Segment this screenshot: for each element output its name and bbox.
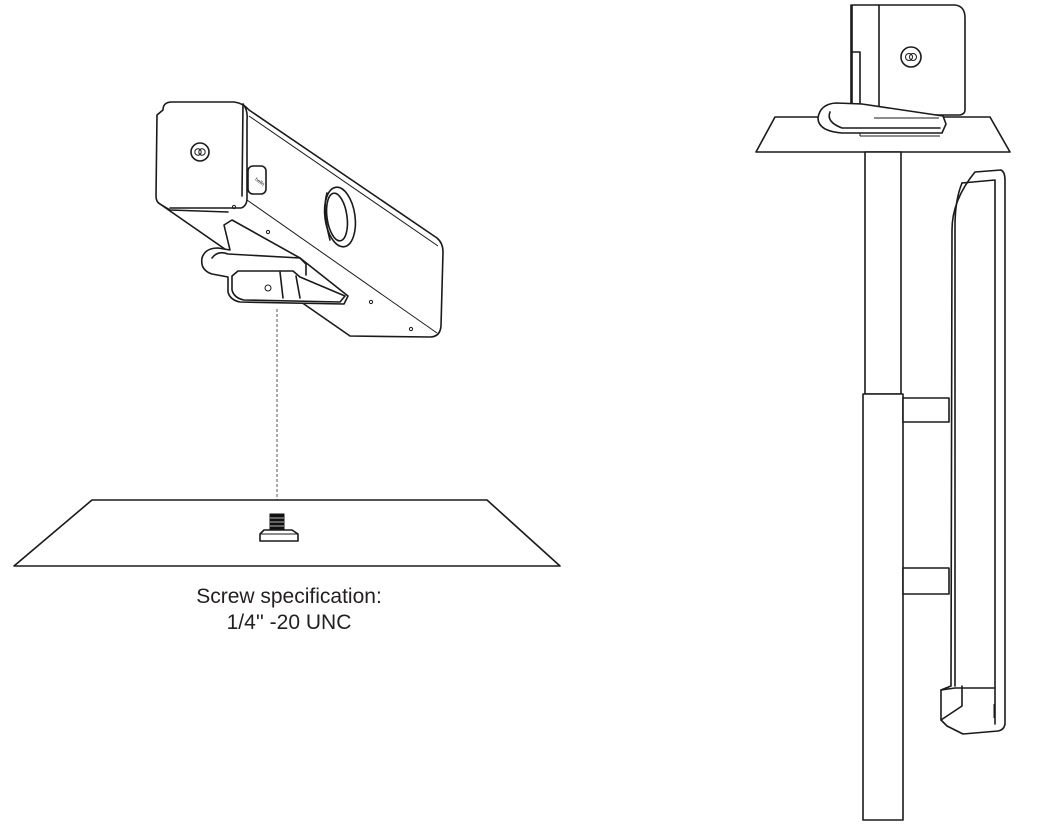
screw-icon — [259, 513, 299, 542]
display-panel — [902, 169, 1006, 735]
caption-line-2: 1/4'' -20 UNC — [226, 611, 352, 634]
camera-side-view — [755, 4, 1011, 153]
screw-specification-caption: Screw specification: 1/4'' -20 UNC — [150, 584, 428, 636]
stand-pole — [862, 151, 904, 821]
camera-brand-mark: hello — [254, 177, 266, 188]
mounting-surface — [13, 499, 561, 567]
caption-line-1: Screw specification: — [196, 585, 382, 608]
camera-underside-view: hello — [155, 101, 444, 338]
